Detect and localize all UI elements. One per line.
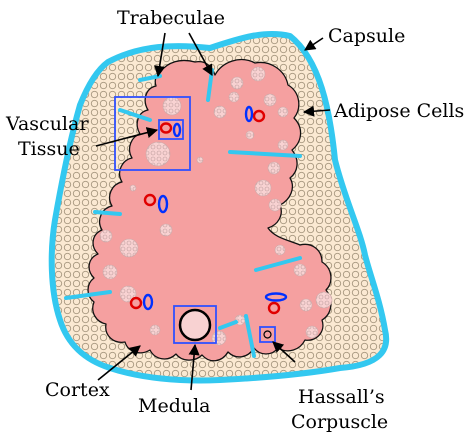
annotation-arrows — [95, 32, 331, 391]
capsule-arrow — [304, 37, 324, 51]
medulla-box — [173, 305, 217, 344]
label-hassalls: Hassall’s — [298, 386, 385, 408]
trabeculae-arrow-left — [154, 32, 166, 78]
label-tissue: Tissue — [18, 138, 80, 160]
medulla-vessel — [178, 308, 212, 342]
label-adipose-cells: Adipose Cells — [333, 100, 464, 122]
trabeculae — [64, 68, 302, 358]
label-trabeculae: Trabeculae — [117, 7, 225, 29]
vascular-tissue-box — [114, 96, 191, 171]
highlight-boxes — [114, 96, 276, 344]
cortex-arrow — [97, 345, 141, 381]
hassalls-corpuscle — [263, 330, 272, 339]
label-cortex: Cortex — [45, 379, 110, 401]
hassalls-corpuscle-box — [259, 326, 276, 343]
medula-arrow — [188, 343, 200, 391]
adipose-arrow — [302, 105, 331, 117]
label-medula: Medula — [138, 395, 211, 417]
trabeculae-arrow-right — [188, 32, 213, 76]
blood-vessels — [129, 105, 288, 315]
label-capsule: Capsule — [328, 25, 405, 47]
label-vascular: Vascular — [5, 113, 89, 135]
vascular-arrow — [95, 127, 159, 147]
cortex-cell-clusters — [99, 66, 333, 346]
label-corpuscle: Corpuscle — [291, 411, 388, 433]
vascular-inner-box — [158, 119, 184, 140]
hassalls-arrow — [272, 341, 296, 363]
